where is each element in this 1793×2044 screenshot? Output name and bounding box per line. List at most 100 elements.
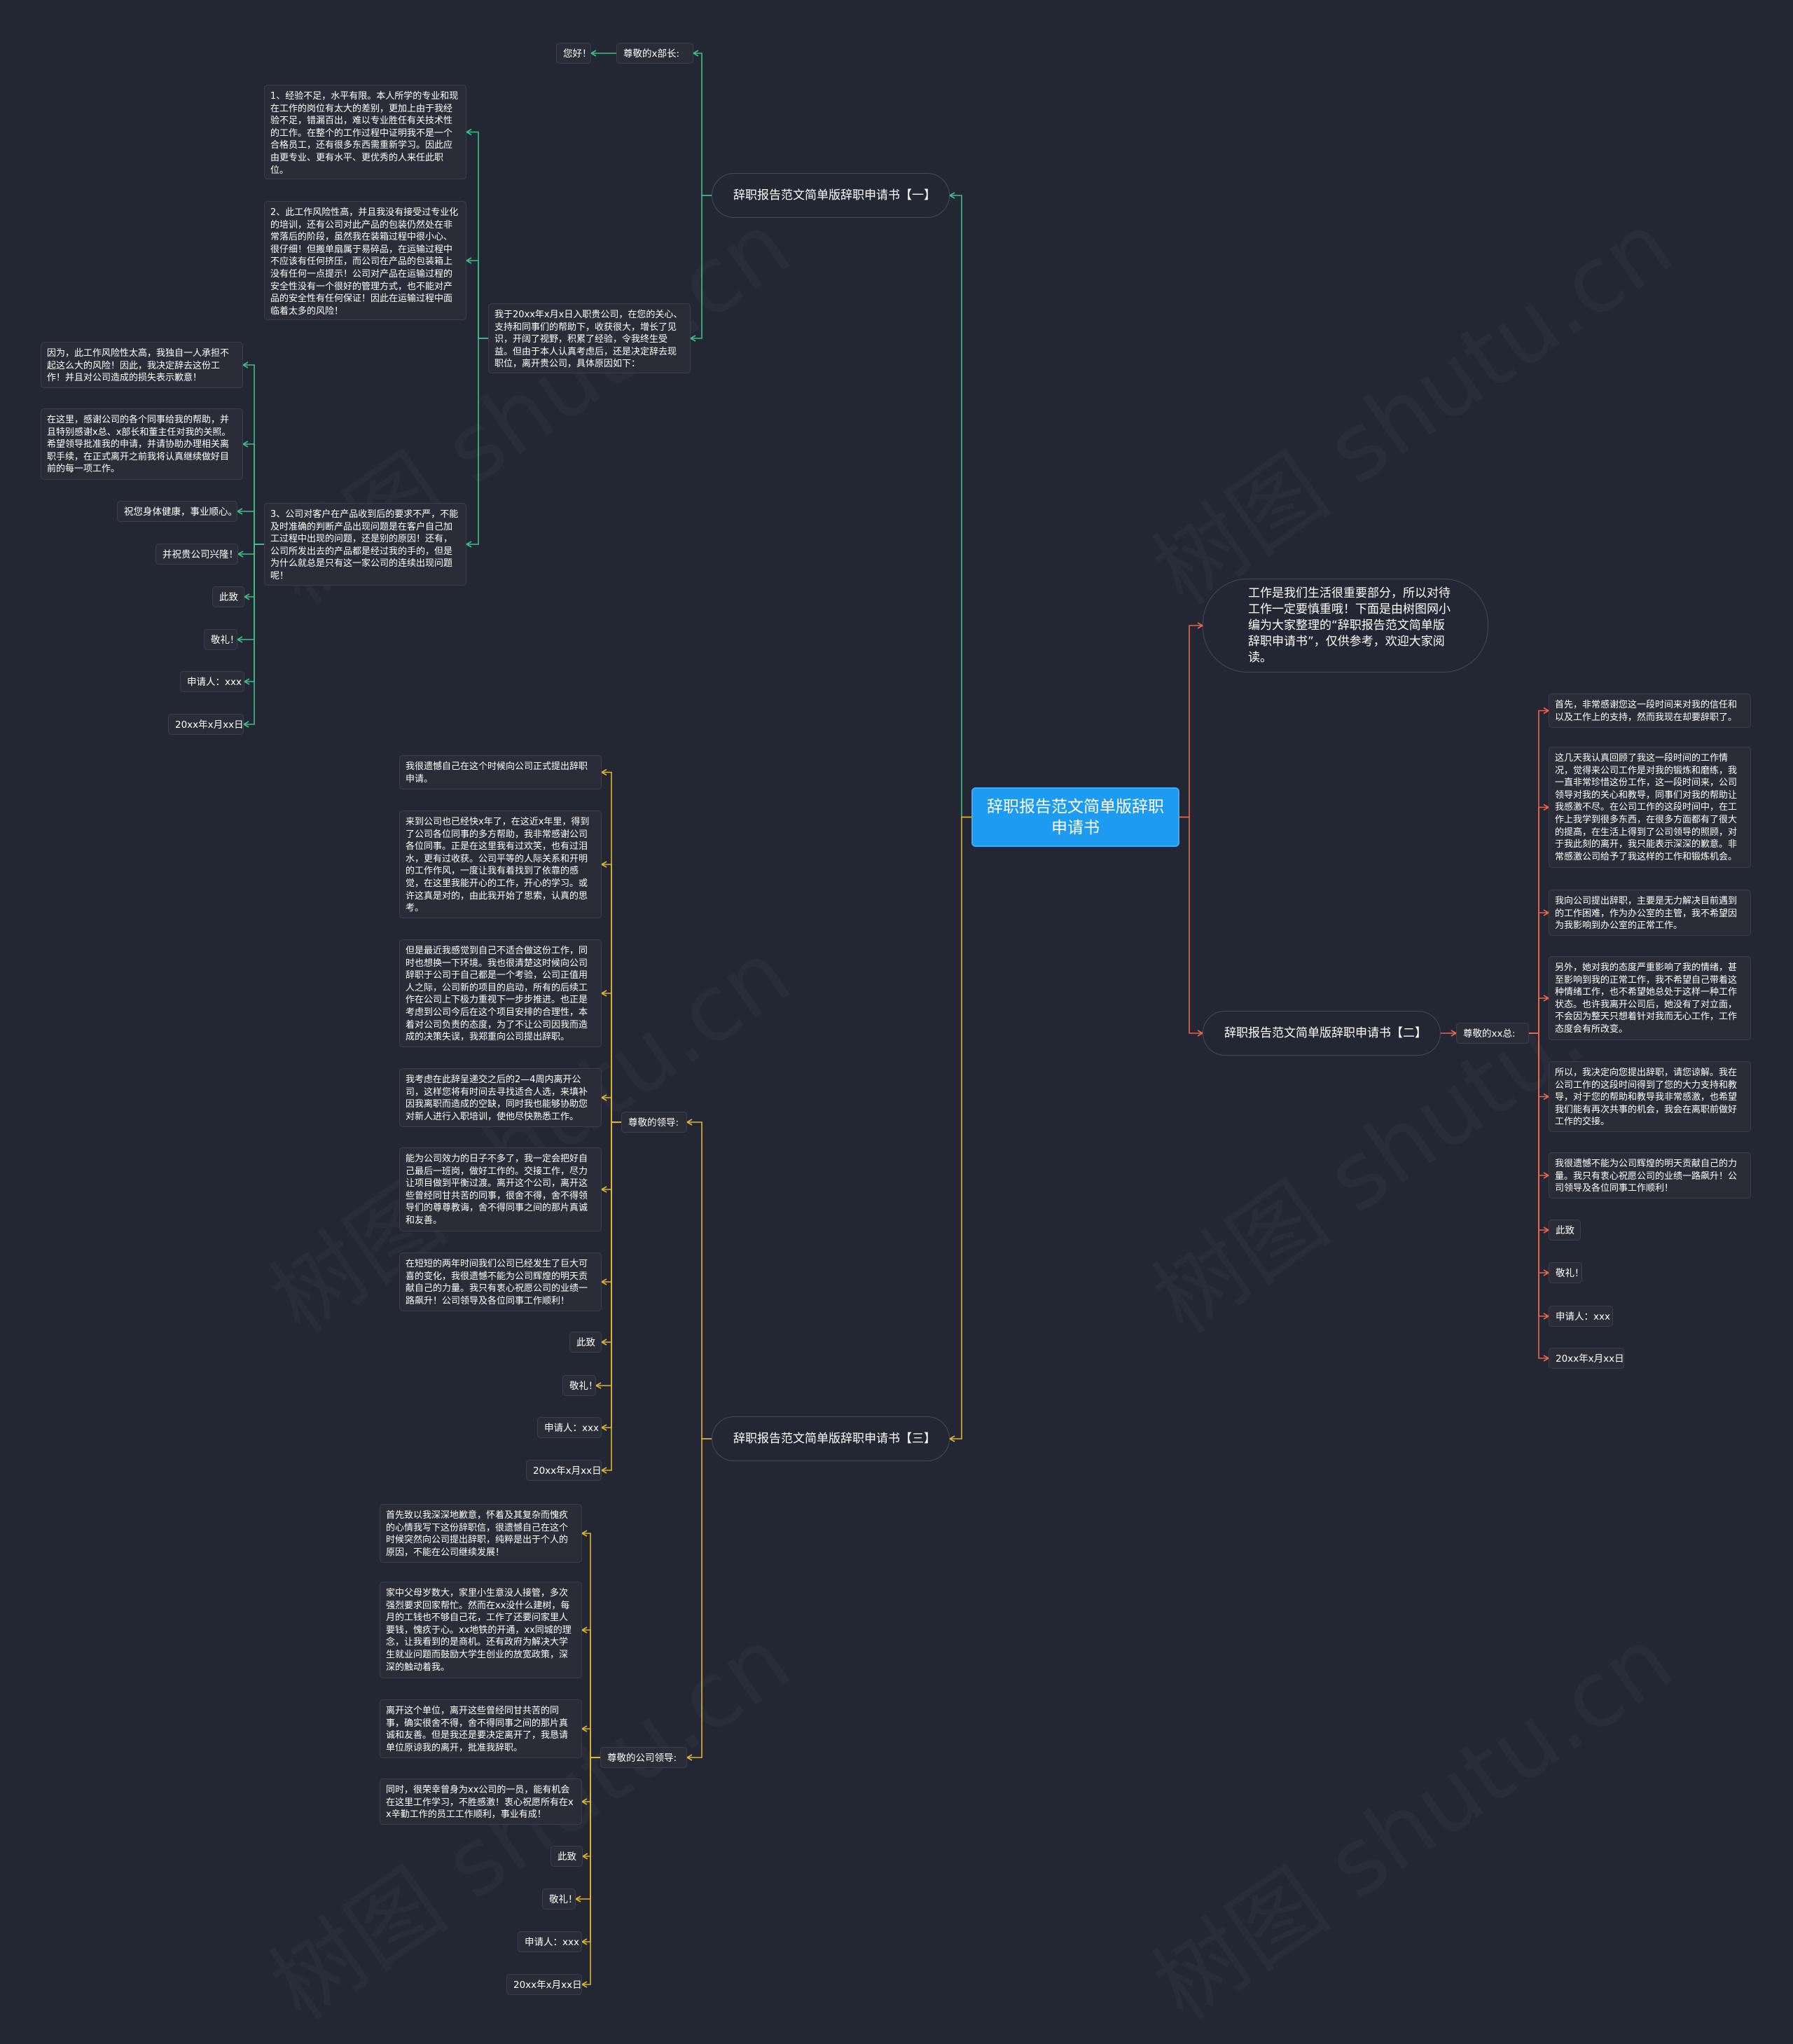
connector-arrow [692,50,699,57]
connector [950,816,971,1439]
branch-3-b-7[interactable]: 申请人：xxx [518,1931,582,1952]
branch-3-b-4[interactable]: 同时，很荣幸曾身为xx公司的一员，能有机会在这里工作学习，不胜感激！衷心祝愿所有… [380,1779,582,1825]
branch-3-title[interactable]: 辞职报告范文简单版辞职申请书【三】 [712,1416,950,1461]
branch-3-a-9[interactable]: 申请人：xxx [537,1417,602,1438]
branch-3-a-8[interactable]: 敬礼！ [562,1375,598,1396]
branch-1-sub-8[interactable]: 20xx年x月xx日 [168,714,244,735]
connector [1179,816,1203,1034]
connector-arrow [600,1467,607,1474]
connector-arrow [581,1853,588,1860]
branch-3-greeting-1[interactable]: 尊敬的领导: [621,1112,687,1133]
connector [466,131,488,339]
branch-2-para-4[interactable]: 另外，她对我的态度严重影响了我的情绪，甚至影响到我的正常工作，我不希望自己带着这… [1549,956,1751,1040]
connector-arrow [243,593,250,600]
connector-arrow [574,1895,581,1903]
branch-2-para-1[interactable]: 首先，非常感谢您这一段时间来对我的信任和以及工作上的支持，然而我现在却要辞职了。 [1549,693,1751,728]
connector [237,511,264,545]
connector-arrow [600,990,607,997]
connector-arrow [600,1424,607,1431]
connector [582,1629,600,1758]
connector [238,544,264,555]
root-topic[interactable]: 辞职报告范文简单版辞职申请书 [971,787,1179,847]
connector [1529,1033,1549,1359]
branch-1-sub-7[interactable]: 申请人：xxx [180,671,244,692]
connector [1529,997,1549,1034]
branch-1-sub-6[interactable]: 敬礼！ [204,629,240,650]
connector-arrow [243,678,250,685]
branch-1-sub-5[interactable]: 此致 [212,586,244,607]
branch-3-a-4[interactable]: 我考虑在此辞呈递交之后的2—4周内离开公司，这样您将有时间去寻找适合人选，来填补… [399,1068,602,1127]
connector-arrow [590,50,597,57]
connector [582,1757,600,1985]
branch-2-para-10[interactable]: 20xx年x月xx日 [1549,1348,1624,1369]
connector-arrow [600,1339,607,1346]
branch-3-a-6[interactable]: 在短短的两年时间我们公司已经发生了巨大可喜的变化，我很遗憾不能为公司辉煌的明天贡… [399,1252,602,1311]
connector-arrow [465,257,472,264]
branch-1-reason-3[interactable]: 3、公司对客户在产品收到后的要求不严，不能及时准确的判断产品出现问题是在客户自己… [264,503,466,586]
connector-arrow [465,541,472,548]
branch-2-para-8[interactable]: 敬礼！ [1549,1262,1584,1283]
connector [693,53,712,196]
connector [691,195,712,339]
connector-arrow [600,861,607,868]
branch-1-opening[interactable]: 我于20xx年x月x日入职贵公司，在您的关心、支持和同事们的帮助下，收获很大，增… [488,303,691,373]
branch-3-a-10[interactable]: 20xx年x月xx日 [526,1460,602,1481]
connector-arrow [242,441,249,448]
branch-1-reason-1[interactable]: 1、经验不足，水平有限。本人所学的专业和现在工作的岗位有太大的差别，更加上由于我… [264,85,466,179]
branch-1-greeting[interactable]: 尊敬的x部长: [616,43,693,64]
branch-2-greeting[interactable]: 尊敬的xx总: [1456,1023,1529,1044]
connector [602,1121,621,1471]
branch-2-para-3[interactable]: 我向公司提出辞职，主要是无力解决目前遇到的工作困难，作为办公室的主管，我不希望因… [1549,890,1751,936]
branch-3-b-2[interactable]: 家中父母岁数大，家里小生意没人接管，多次强烈要求回家帮忙。然而在xx没什么建树，… [380,1582,582,1678]
intro-node[interactable]: 工作是我们生活很重要部分，所以对待工作一定要慎重哦！下面是由树图网小编为大家整理… [1203,579,1488,672]
branch-3-a-3[interactable]: 但是最近我感觉到自己不适合做这份工作，同时也想换一下环境。我也很清楚这时候向公司… [399,939,602,1047]
connector-arrow [581,1530,588,1537]
connector [466,338,488,545]
branch-1-reason-2[interactable]: 2、此工作风险性高，并且我没有接受过专业化的培训，还有公司对此产品的包装仍然处在… [264,201,466,320]
connector-arrow [236,636,243,643]
branch-3-a-5[interactable]: 能为公司效力的日子不多了，我一定会把好自己最后一班岗，做好工作的。交接工作，尽力… [399,1147,602,1231]
connector [582,1728,600,1758]
connector-arrow [600,768,607,776]
connector [243,364,264,545]
connector-arrow [237,551,244,558]
branch-1-title[interactable]: 辞职报告范文简单版辞职申请书【一】 [712,173,950,218]
branch-2-para-9[interactable]: 申请人：xxx [1549,1306,1613,1327]
branch-2-title[interactable]: 辞职报告范文简单版辞职申请书【二】 [1203,1011,1441,1056]
branch-3-b-1[interactable]: 首先致以我深深地歉意，怀着及其复杂而愧疚的心情我写下这份辞职信，很遗憾自己在这个… [380,1504,582,1563]
connector [582,1533,600,1758]
branch-3-a-7[interactable]: 此致 [569,1332,602,1353]
branch-3-b-5[interactable]: 此致 [551,1846,583,1867]
branch-1-sub-1[interactable]: 因为，此工作风险性太高，我独自一人承担不起这么大的风险！因此，我决定辞去这份工作… [41,342,243,388]
branch-3-greeting-2[interactable]: 尊敬的公司领导: [600,1747,687,1768]
branch-2-para-2[interactable]: 这几天我认真回顾了我这一段时间的工作情况，觉得来公司工作是对我的锻炼和磨练，我一… [1549,747,1751,868]
branch-1-sub-3[interactable]: 祝您身体健康，事业顺心。 [117,501,237,522]
connector-arrow [689,335,696,342]
branch-2-para-7[interactable]: 此致 [1549,1220,1581,1241]
connector [687,1121,712,1439]
connector-arrow [600,1278,607,1285]
connector [466,260,488,339]
connector-arrow [686,1119,693,1126]
branch-3-b-3[interactable]: 离开这个单位，离开这些曾经同甘共苦的同事，确实很舍不得，舍不得同事之间的那片真诚… [380,1699,582,1758]
connector [687,1438,712,1758]
branch-3-b-6[interactable]: 敬礼！ [542,1888,578,1910]
branch-3-a-2[interactable]: 来到公司也已经快x年了，在这近x年里，得到了公司各位同事的多方帮助，我非常感谢公… [399,810,602,918]
connector [582,1757,600,1942]
connector-arrow [600,1186,607,1193]
branch-3-b-8[interactable]: 20xx年x月xx日 [506,1974,582,1995]
branch-1-hello[interactable]: 您好！ [556,43,592,64]
connector-arrow [581,1725,588,1732]
branch-2-para-6[interactable]: 我很遗憾不能为公司辉煌的明天贡献自己的力量。我只有衷心祝愿公司的业绩一路飙升！公… [1549,1152,1751,1199]
connector-arrow [242,721,249,728]
connector-arrow [686,1754,693,1761]
connector [244,544,264,725]
connector [582,1757,600,1802]
connector-arrow [236,508,243,515]
connector-arrow [948,1435,955,1442]
branch-1-sub-2[interactable]: 在这里，感谢公司的各个同事给我的帮助，并且特别感谢x总、x部长和董主任对我的关照… [41,408,243,480]
branch-1-sub-4[interactable]: 并祝贵公司兴隆！ [155,544,238,565]
branch-3-a-1[interactable]: 我很遗憾自己在这个时候向公司正式提出辞职申请。 [399,755,602,789]
branch-2-para-5[interactable]: 所以，我决定向您提出辞职，请您谅解。我在公司工作的这段时间得到了您的大力支持和教… [1549,1061,1751,1132]
